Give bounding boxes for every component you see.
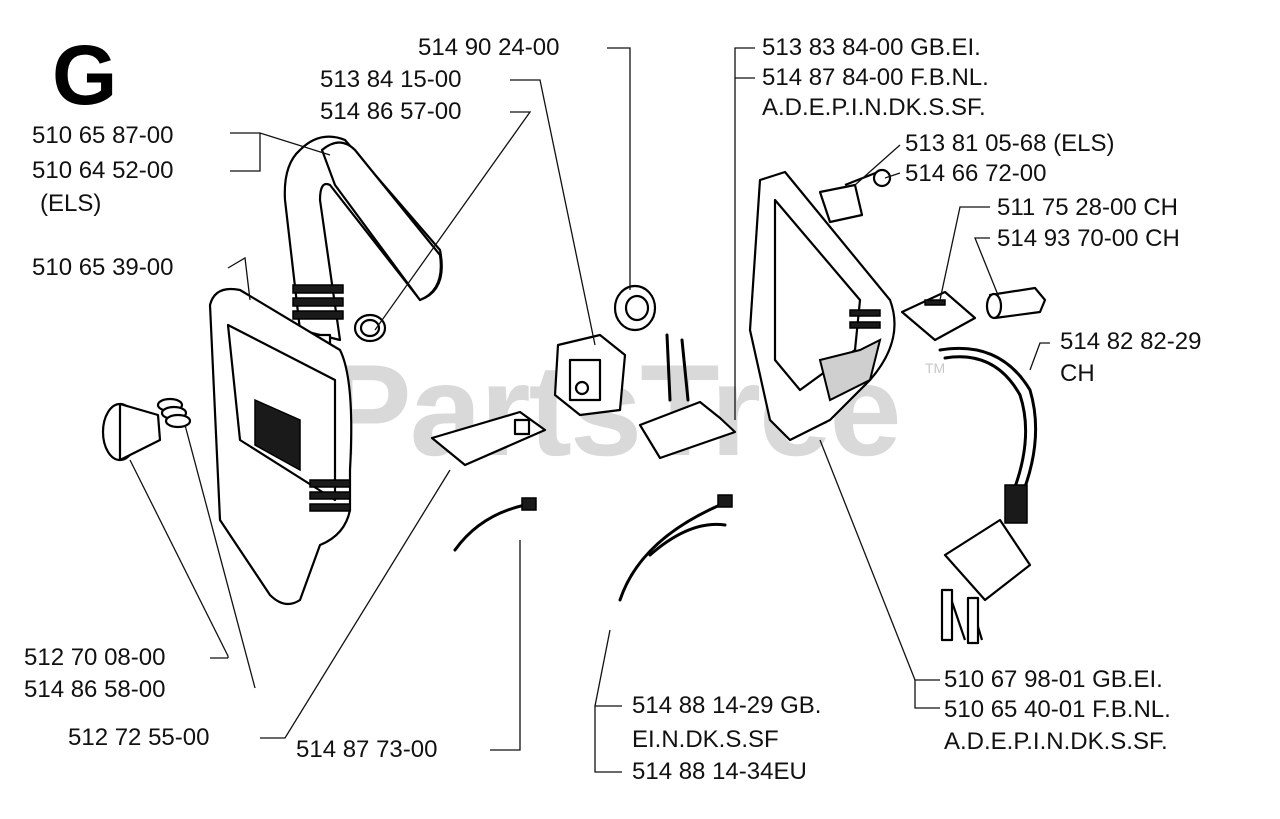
label-514-88-14-34: 514 88 14-34EU [632, 758, 807, 785]
label-514-86-58-00: 514 86 58-00 [24, 676, 166, 703]
washer-part [613, 284, 657, 332]
label-510-67-98-01: 510 67 98-01 GB.EI. [944, 666, 1163, 693]
wire-lead-left-part [453, 497, 537, 552]
section-letter: G [52, 28, 118, 122]
bushing-part [985, 286, 1047, 320]
label-514-87-73-00: 514 87 73-00 [296, 736, 438, 763]
slider-plate-part [430, 410, 547, 467]
screw-part [844, 168, 892, 188]
label-513-83-84-00: 513 83 84-00 GB.EI. [762, 34, 981, 61]
snap-ring-part [353, 313, 387, 343]
label-511-75-28-00: 511 75 28-00 CH [997, 194, 1179, 221]
label-510-65-40-01-countries: A.D.E.P.I.N.DK.S.SF. [944, 728, 1168, 755]
strain-plate-part [900, 290, 977, 342]
cable-clamp-part [818, 183, 864, 224]
label-514-90-24-00: 514 90 24-00 [418, 34, 560, 61]
label-513-84-15-00: 513 84 15-00 [320, 66, 462, 93]
label-514-93-70-00: 514 93 70-00 CH [997, 225, 1180, 252]
label-514-66-72-00: 514 66 72-00 [905, 160, 1047, 187]
screw-plug-part [101, 402, 162, 462]
label-514-88-14-29: 514 88 14-29 GB. [632, 692, 822, 719]
leader-lines [129, 47, 1050, 773]
label-512-70-08-00: 512 70 08-00 [24, 644, 166, 671]
label-514-82-82-29-variant: CH [1060, 360, 1095, 387]
label-510-64-52-00: 510 64 52-00 [32, 157, 174, 184]
label-els-note: (ELS) [40, 190, 102, 217]
label-514-86-57-00: 514 86 57-00 [320, 98, 462, 125]
contact-block-part [638, 333, 737, 460]
housing-right-part [748, 170, 896, 442]
watermark-trademark: TM [925, 360, 946, 376]
label-512-72-55-00: 512 72 55-00 [68, 724, 210, 751]
wire-lead-right-part [618, 494, 733, 602]
spring-part [156, 397, 192, 429]
label-510-65-87-00: 510 65 87-00 [32, 122, 174, 149]
label-514-82-82-29: 514 82 82-29 [1060, 328, 1202, 355]
label-513-81-05-68: 513 81 05-68 (ELS) [905, 130, 1115, 157]
switch-block-part [553, 333, 627, 417]
label-514-87-84-00-countries: A.D.E.P.I.N.DK.S.SF. [762, 94, 986, 121]
housing-left-part [208, 287, 353, 606]
label-510-65-39-00: 510 65 39-00 [32, 254, 174, 281]
label-514-88-14-29-countries: EI.N.DK.S.SF [632, 726, 779, 753]
label-510-65-40-01: 510 65 40-01 F.B.NL. [944, 696, 1171, 723]
label-514-87-84-00: 514 87 84-00 F.B.NL. [762, 64, 989, 91]
power-cord-part [938, 346, 1038, 645]
